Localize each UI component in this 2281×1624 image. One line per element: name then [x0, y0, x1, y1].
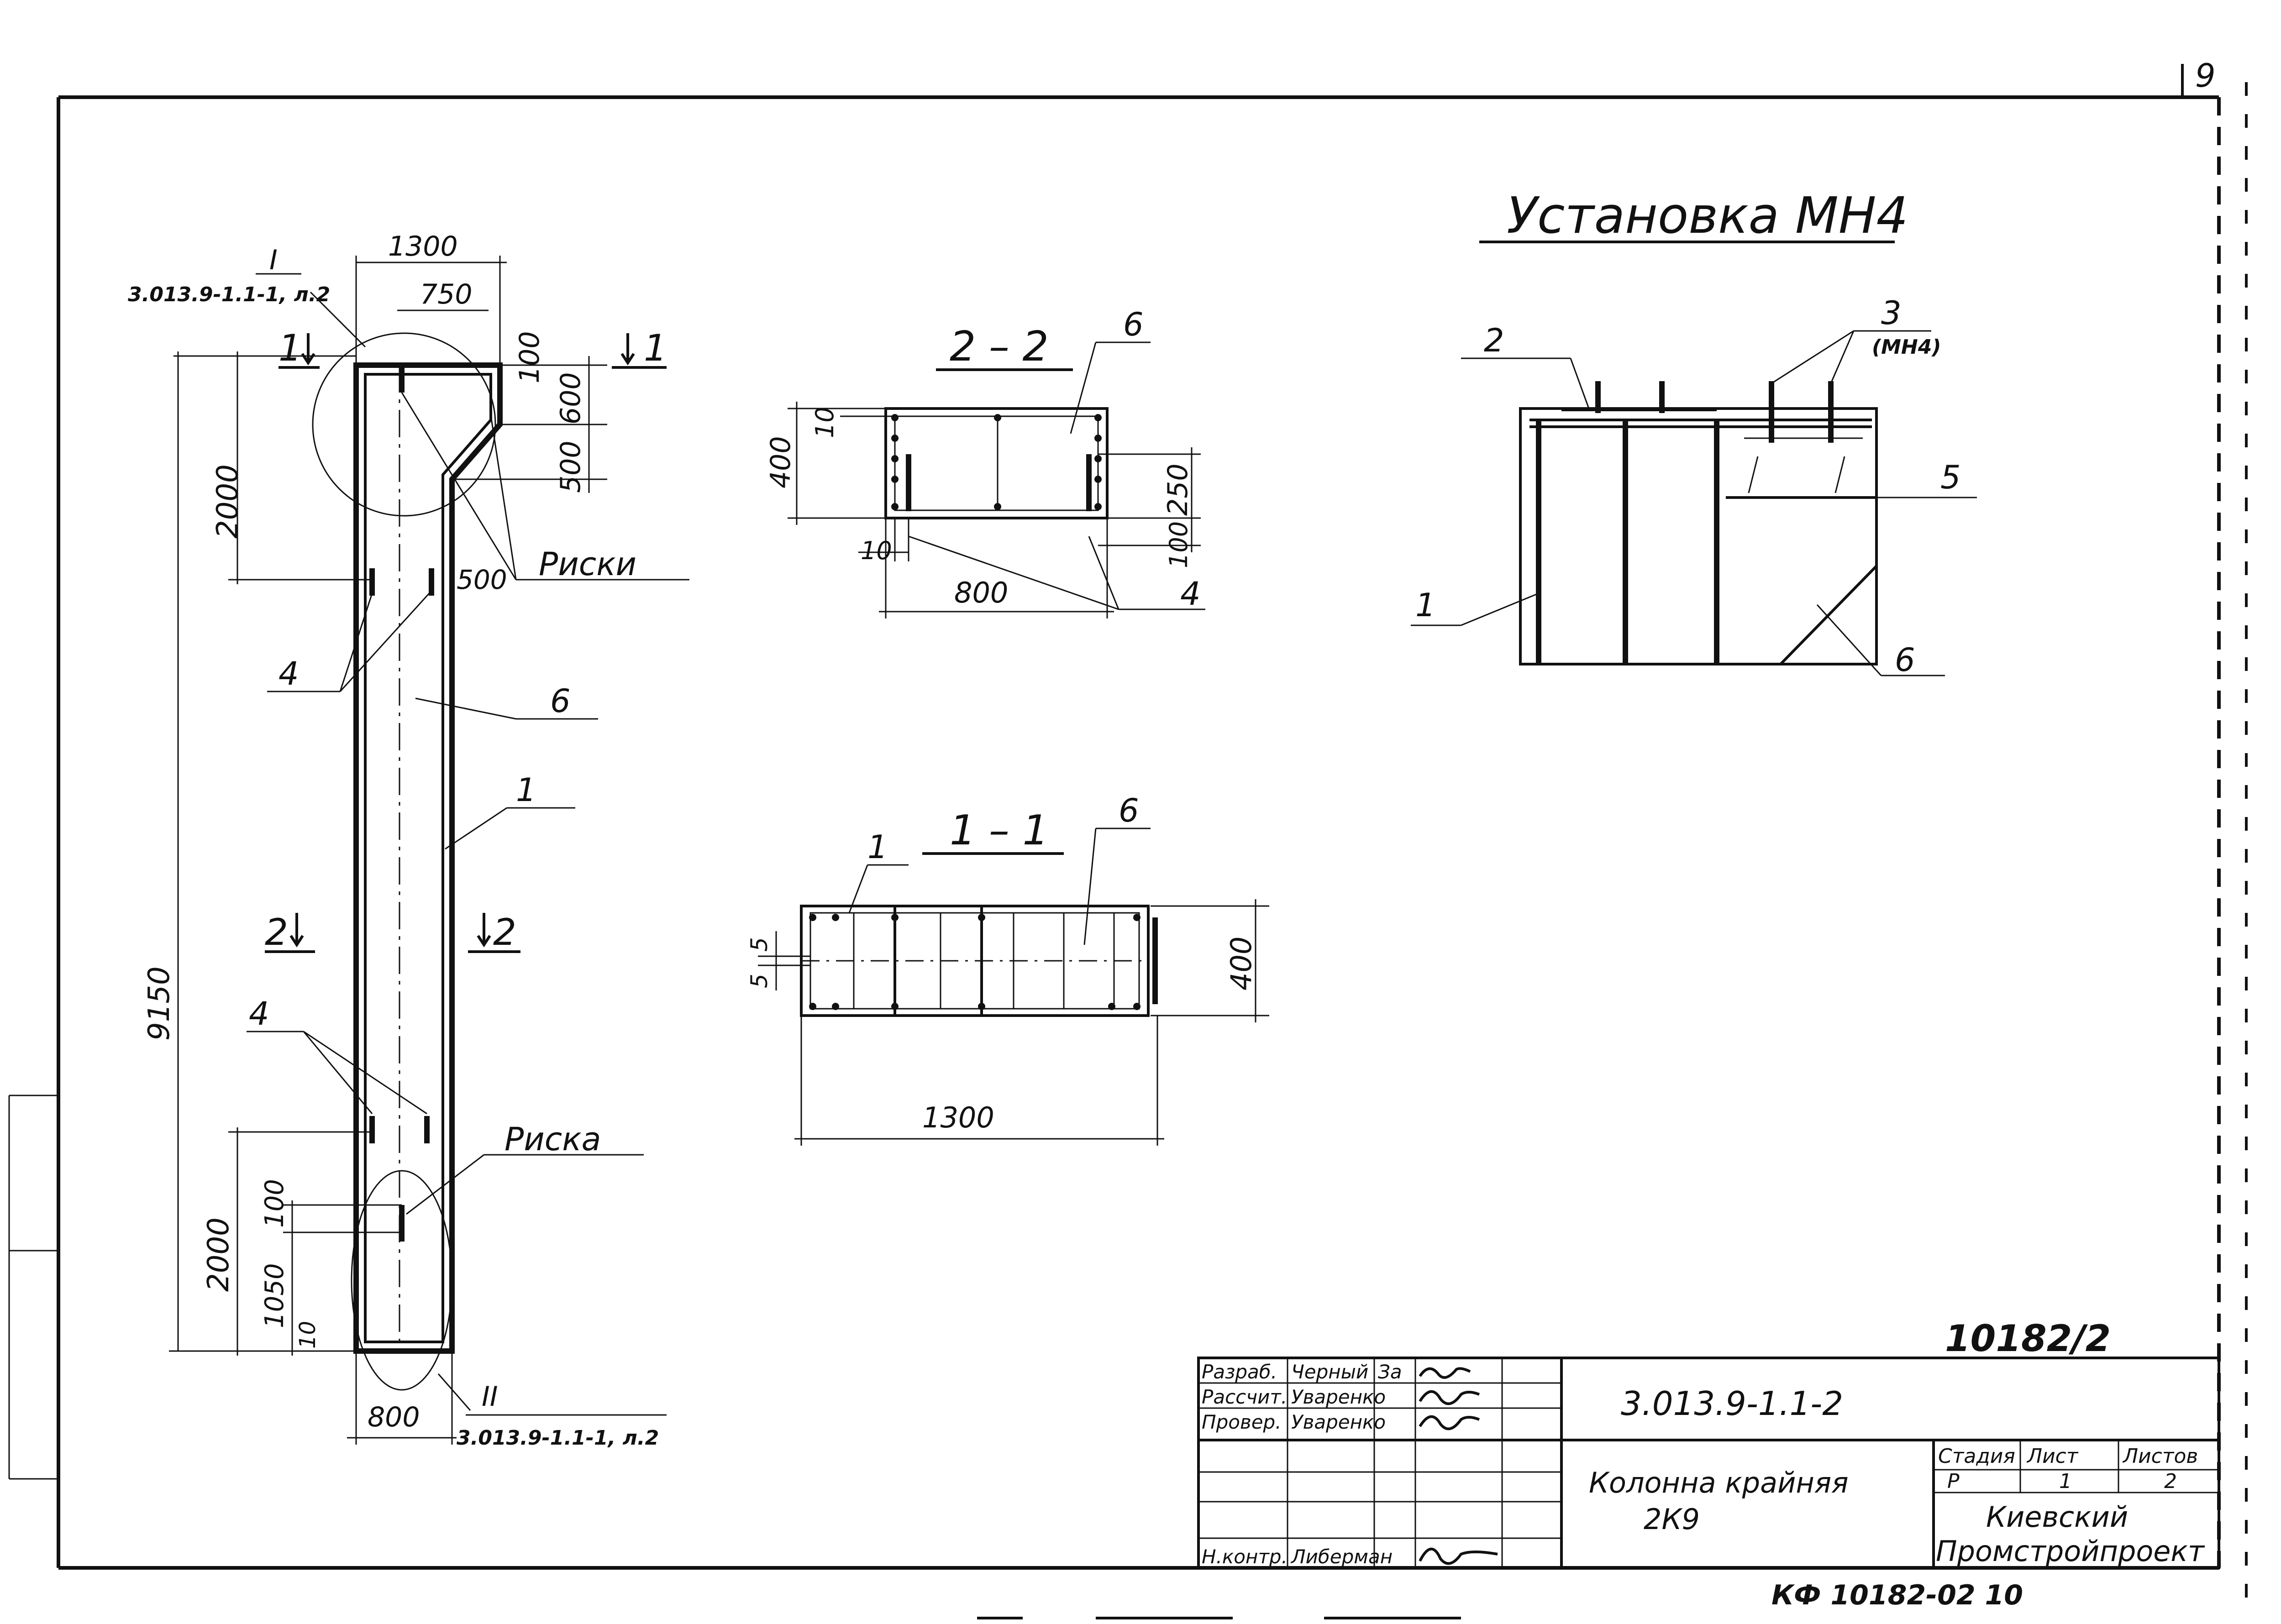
corner-sheet-number: 9 — [2195, 57, 2216, 94]
label-6: 6 — [550, 682, 571, 720]
dim-500-right: 500 — [555, 440, 587, 493]
tb-stage-header: Стадия — [1938, 1445, 2015, 1468]
section-2-2-dim-250: 250 — [1162, 463, 1194, 516]
tb-stage-value: Р — [1947, 1470, 1960, 1493]
tb-role-2: Рассчит. — [1202, 1386, 1287, 1408]
section-2-2-label-4: 4 — [1180, 575, 1201, 613]
tb-org-line1: Киевский — [1986, 1500, 2128, 1534]
tb-name-line1: Колонна крайняя — [1589, 1466, 1849, 1499]
installation-label-6: 6 — [1895, 641, 1915, 679]
section-2-2-dim-800: 800 — [954, 576, 1008, 609]
section-2-2-dim-100: 100 — [1164, 521, 1193, 568]
tb-name-1: Черный — [1291, 1361, 1368, 1383]
section-1-1-label-6: 6 — [1119, 792, 1139, 829]
drawing-number: 10182/2 — [1945, 1317, 2111, 1360]
tb-role-6: Н.контр. — [1202, 1545, 1288, 1568]
dim-600: 600 — [555, 372, 587, 424]
section-1-1-title: 1 – 1 — [950, 807, 1049, 854]
dim-100-top: 100 — [514, 331, 546, 383]
tb-role-1: Разраб. — [1202, 1361, 1277, 1383]
tb-code: 3.013.9-1.1-2 — [1621, 1384, 1843, 1423]
tb-sign-1: За — [1378, 1361, 1402, 1383]
dim-9150: 9150 — [142, 966, 176, 1041]
section-1-1-dim-5a: 5 — [746, 937, 773, 952]
dim-750: 750 — [420, 278, 473, 310]
tb-sheet-header: Лист — [2026, 1445, 2079, 1468]
title-block: Разраб. Черный За Рассчит. Уваренко Пров… — [1197, 1357, 2220, 1569]
section-1-1-dim-5b: 5 — [746, 974, 773, 988]
tb-name-3: Уваренко — [1291, 1411, 1386, 1433]
installation-label-2: 2 — [1484, 322, 1504, 359]
dim-800-bottom: 800 — [368, 1401, 420, 1433]
dim-2000-bottom: 2000 — [202, 1217, 236, 1292]
detail-top-number: I — [269, 244, 278, 276]
detail-bottom-number: II — [482, 1381, 498, 1413]
section-1-1-rebars — [809, 914, 1140, 1010]
section-1-1-dim-1300: 1300 — [922, 1101, 994, 1134]
installation-label-mn4: (МН4) — [1872, 335, 1941, 359]
dim-100-bottom: 100 — [260, 1179, 289, 1228]
tb-sheets-header: Листов — [2122, 1445, 2198, 1468]
installation-anchor-bolts — [1595, 381, 1863, 493]
tb-name-line2: 2К9 — [1644, 1503, 1700, 1536]
section-1-1: 1 – 1 6 1 400 5 — [746, 792, 1269, 1146]
label-riska: Риска — [505, 1121, 601, 1158]
dim-1300-top: 1300 — [388, 231, 458, 262]
section-2-2-dim-10-top: 10 — [810, 407, 839, 438]
dim-10: 10 — [295, 1321, 321, 1349]
installation-label-3: 3 — [1881, 294, 1902, 332]
section-mark-2-right: 2 — [493, 911, 516, 953]
tb-org-line2: Промстройпроект — [1936, 1535, 2205, 1568]
dim-2000-top: 2000 — [211, 464, 245, 539]
tb-sheets-value: 2 — [2164, 1470, 2177, 1493]
installation-title: Установка МН4 — [1507, 186, 1908, 245]
sheet-frame: 9 — [8, 57, 2248, 1616]
dim-500-mid: 500 — [457, 564, 507, 595]
installation-label-1: 1 — [1415, 587, 1436, 624]
column-elevation: 1300 750 600 500 100 2000 500 9150 2000 … — [128, 231, 689, 1450]
section-mark-1-right: 1 — [644, 327, 667, 369]
section-2-2-label-6: 6 — [1123, 306, 1144, 343]
section-2-2-rebars — [891, 414, 1102, 510]
section-2-2-dim-400: 400 — [765, 436, 797, 488]
tb-name-6: Либерман — [1290, 1545, 1393, 1568]
installation-body — [1519, 407, 1878, 665]
dim-1050: 1050 — [260, 1263, 289, 1328]
section-1-1-label-1: 1 — [867, 828, 888, 866]
section-2-2-title: 2 – 2 — [950, 323, 1049, 371]
detail-circle-top — [312, 332, 496, 517]
section-2-2-dim-10-bottom: 10 — [861, 536, 892, 565]
section-mark-2-left: 2 — [265, 911, 288, 953]
label-4-lower: 4 — [249, 995, 269, 1032]
section-2-2-outline — [884, 407, 1109, 519]
signatures — [1419, 1367, 1498, 1565]
section-1-1-dim-400: 400 — [1225, 937, 1258, 990]
section-mark-1-left: 1 — [279, 327, 302, 369]
label-1: 1 — [516, 771, 536, 809]
detail-circle-bottom — [351, 1170, 453, 1391]
label-riski: Риски — [539, 545, 636, 583]
section-2-2: 2 – 2 6 400 10 250 100 1 — [765, 306, 1205, 618]
tb-name-2: Уваренко — [1291, 1386, 1386, 1408]
tb-role-3: Провер. — [1202, 1411, 1282, 1433]
installation-view: Установка МН4 2 3 (МН4) 5 — [1411, 186, 1977, 679]
detail-bottom-ref: 3.013.9-1.1-1, л.2 — [457, 1426, 659, 1450]
tb-sheet-value: 1 — [2059, 1470, 2072, 1493]
installation-label-5: 5 — [1940, 459, 1961, 496]
label-4-upper: 4 — [279, 655, 299, 692]
archive-stamp: КФ 10182-02 10 — [1771, 1579, 2023, 1611]
detail-top-ref: 3.013.9-1.1-1, л.2 — [128, 283, 330, 306]
